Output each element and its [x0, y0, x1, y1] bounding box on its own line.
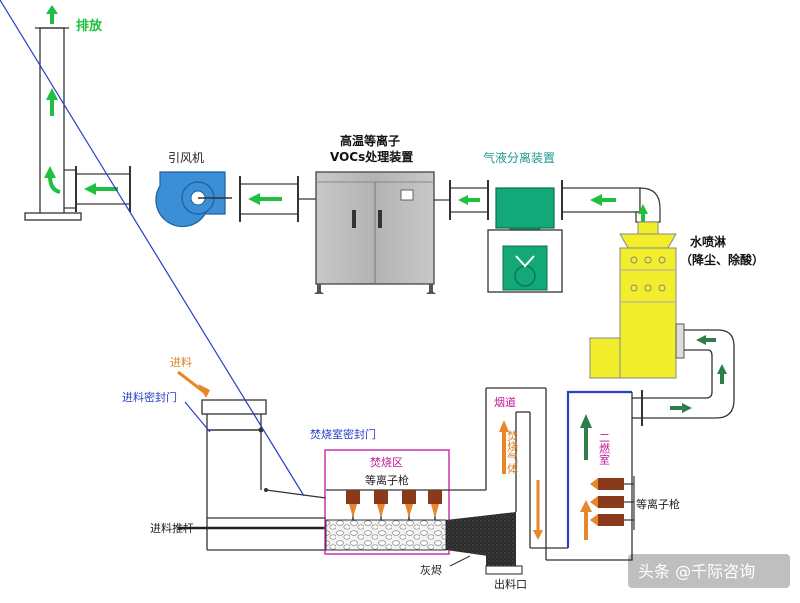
- plasma-vocs-device: [314, 171, 436, 294]
- arrow-into-fan: [248, 193, 282, 205]
- secondary-combustion-chamber: [566, 390, 642, 561]
- label-incineration-zone: 焚烧区: [370, 456, 403, 469]
- label-gas-liquid-separator: 气液分离装置: [483, 150, 555, 165]
- torch-4: [428, 490, 442, 520]
- label-plasma-device-line2: VOCs处理装置: [330, 149, 413, 164]
- arrow-into-separator: [590, 194, 616, 206]
- secondary-torches: [590, 476, 635, 530]
- watermark-backdrop: [628, 554, 790, 588]
- flue-up-arrow: [499, 420, 509, 474]
- incineration-seal-door-pointer: [0, 0, 305, 497]
- label-exhaust: 排放: [76, 18, 103, 34]
- arrow-into-device: [458, 195, 480, 205]
- flue-down-arrowhead: [533, 530, 543, 540]
- arrow-up-from-spray: [638, 204, 648, 222]
- feed-seal-door-pointer: [184, 401, 211, 433]
- duct-separator-to-spray: [561, 180, 661, 223]
- torch-1: [346, 490, 360, 520]
- label-plasma-torch-1: 等离子枪: [365, 473, 409, 487]
- exhaust-arrow-top: [46, 5, 58, 24]
- feed-push-rod: [178, 517, 326, 551]
- label-feed: 进料: [170, 355, 192, 369]
- label-incineration-seal-door: 焚烧室密封门: [310, 427, 376, 441]
- flue-duct: [486, 387, 580, 561]
- ash-pointer: [449, 555, 471, 567]
- svg-text:焚烧气体: 焚烧气体: [506, 430, 519, 474]
- label-plasma-torch-2: 等离子枪: [636, 497, 680, 511]
- label-discharge-port: 出料口: [494, 577, 527, 591]
- water-spray-tower: [589, 221, 685, 379]
- stack-turn-arrowhead: [44, 166, 56, 178]
- label-feed-seal-door: 进料密封门: [122, 390, 177, 404]
- label-feed-push-rod: 进料推杆: [150, 521, 194, 535]
- label-ash: 灰烬: [420, 563, 442, 577]
- label-secondary-chamber: 二燃室: [598, 432, 611, 465]
- torch-2: [374, 490, 388, 520]
- feed-arrow-line: [177, 370, 205, 394]
- gas-liquid-separator: [487, 187, 563, 293]
- label-water-spray-line2: （降尘、除酸）: [680, 252, 764, 267]
- exhaust-stack: [24, 27, 82, 221]
- arrow-loop-left: [696, 335, 716, 345]
- label-water-spray-line1: 水喷淋: [690, 234, 726, 249]
- duct-device-to-separator: [434, 180, 489, 220]
- label-burn-gas: 焚烧气体: [506, 430, 519, 474]
- label-fan: 引风机: [168, 151, 204, 165]
- incineration-zone-box: [324, 449, 450, 555]
- secondary-up-arrow: [580, 414, 592, 460]
- furnace-body: [325, 388, 523, 575]
- induced-draft-fan: [155, 171, 232, 228]
- stack-up-arrow: [46, 88, 58, 116]
- torch-3: [402, 490, 416, 520]
- watermark: 头条 @千际咨询: [638, 562, 755, 581]
- arrow-to-loop: [670, 403, 692, 413]
- secondary-flame-arrow: [580, 500, 592, 540]
- feed-hopper: [201, 399, 327, 550]
- label-plasma-device-line1: 高温等离子: [340, 133, 400, 148]
- stack-turn-arrow: [48, 175, 61, 194]
- label-flue: 烟道: [494, 395, 516, 409]
- arrow-loop-up: [717, 364, 727, 384]
- arrow-into-stack: [84, 183, 118, 195]
- duct-secondary-to-spray: [641, 329, 735, 426]
